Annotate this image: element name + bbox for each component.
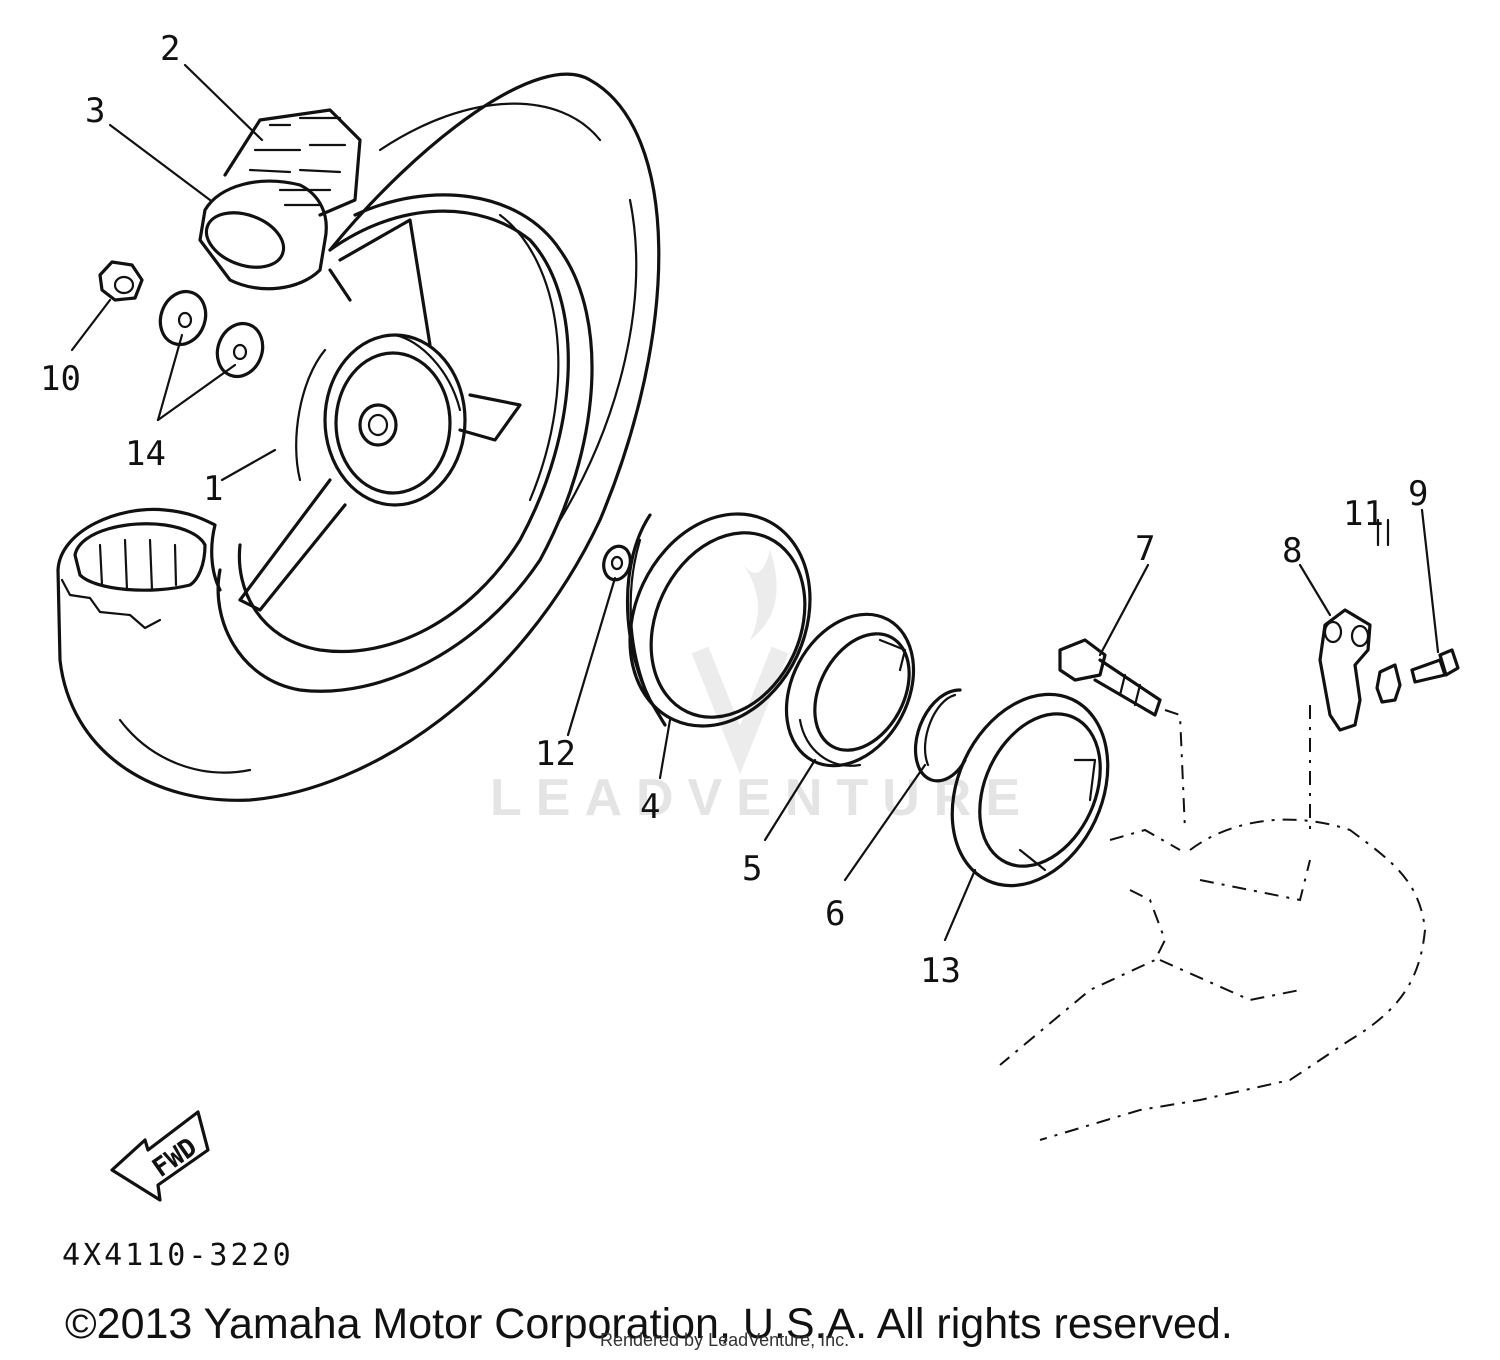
leader-lines [70, 63, 1440, 942]
callout-12: 12 [535, 734, 576, 774]
seal-part-4 [626, 512, 812, 728]
camshaft-part-7 [1058, 638, 1186, 831]
rendered-by-notice: Rendered by LeadVenture, Inc. [600, 1330, 849, 1350]
nut-part-10 [98, 260, 144, 302]
washers-part-14 [158, 289, 265, 379]
callout-8: 8 [1282, 531, 1302, 571]
callout-6: 6 [825, 894, 845, 934]
brake-panel-part-13 [950, 692, 1110, 888]
callout-10: 10 [40, 359, 81, 399]
callout-9: 9 [1408, 474, 1428, 514]
wheel-and-tire [56, 72, 661, 802]
callout-11: 11 [1343, 494, 1384, 534]
swing-arm-phantom [999, 818, 1427, 1141]
callout-13: 13 [920, 951, 961, 991]
callout-7: 7 [1135, 529, 1155, 569]
fwd-label: FWD [147, 1132, 203, 1184]
spring-clip-part-6 [913, 688, 967, 783]
diagram-part-code: 4X4110-3220 [62, 1238, 294, 1273]
copyright-notice: ©2013 Yamaha Motor Corporation, U.S.A. A… [65, 1300, 1233, 1348]
nut-part-11 [1375, 518, 1402, 704]
callout-numbers: 2 3 10 14 1 12 4 5 6 13 7 8 11 9 [40, 29, 1428, 991]
bolt-part-9 [1410, 648, 1460, 684]
callout-3: 3 [85, 91, 105, 131]
brake-lever-part-8 [1309, 608, 1372, 830]
callout-14: 14 [125, 434, 166, 474]
brake-shoe-part-5 [784, 612, 916, 768]
leadventure-watermark: LEADVENTURE [490, 550, 1020, 827]
callout-1: 1 [203, 469, 223, 509]
callout-5: 5 [742, 849, 762, 889]
callout-4: 4 [640, 787, 660, 827]
callout-2: 2 [160, 29, 180, 69]
forward-direction-arrow: FWD [110, 1110, 210, 1202]
